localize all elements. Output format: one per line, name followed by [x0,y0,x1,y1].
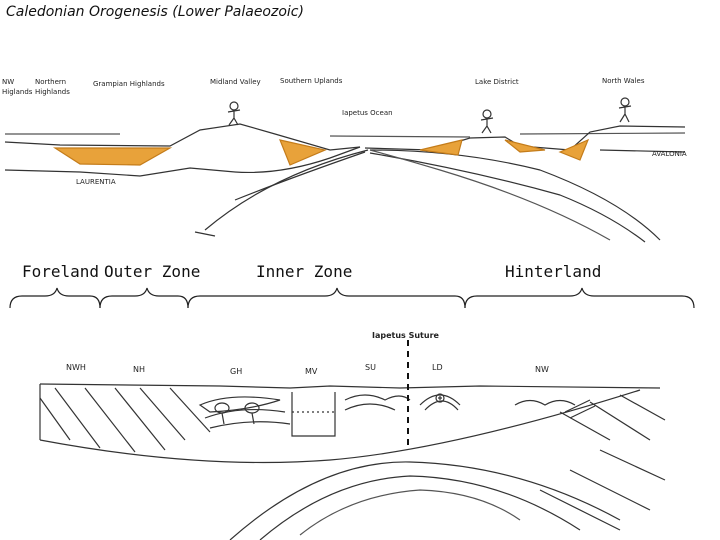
basement-contact [39,389,641,464]
lake-district-sediment [504,139,546,153]
north-wales-folds [514,399,596,419]
label-iapetus-suture: Iapetus Suture [372,331,440,340]
brace-foreland [9,287,101,309]
label-southern-uplands: Southern Uplands [280,77,343,85]
zone-label-foreland: Foreland [22,262,100,281]
avalonia-slab-inner [369,149,611,241]
brace-hinterland [464,287,695,309]
label-midland-valley: Midland Valley [210,78,261,86]
label-north-wales: North Wales [602,77,645,85]
bottom-surface-line [39,383,661,389]
grampian-folds [198,396,291,429]
stick-figure-lake-district [480,109,494,134]
label-iapetus-ocean: Iapetus Ocean [342,109,393,117]
laurentia-slab-lower [204,149,369,231]
label-ld: LD [432,363,443,372]
label-laurentia: LAURENTIA [76,178,116,186]
diagonal-strata-left [39,387,211,453]
laurentia-slab-top [234,146,361,174]
lower-slab-base [259,475,581,540]
label-gh: GH [230,367,242,376]
zone-label-outer: Outer Zone [104,262,201,281]
brace-inner-zone [187,287,466,309]
label-northern-highlands-line2: Highlands [35,88,70,96]
diagram-title: Caledonian Orogenesis (Lower Palaeozoic) [6,4,304,20]
diagonal-strata-right [539,394,666,531]
avalonia-slab-top [369,149,661,241]
trench-sediment-wedge [419,139,463,156]
midland-valley-block [291,392,336,437]
laurentia-sediment-basin [52,147,173,166]
southern-uplands-folds [344,394,411,411]
zone-braces [9,287,695,309]
zone-label-hinterland: Hinterland [505,262,602,281]
label-mv: MV [305,367,318,376]
laurentia-crust-top [4,123,361,151]
sea-surface-line [5,132,686,138]
laurentia-slab-end [194,231,216,237]
label-lake-district: Lake District [475,78,519,86]
label-northern-highlands-line1: Northern [35,78,66,86]
brace-outer-zone [99,287,189,309]
laurentia-slab-mid [234,151,366,201]
bottom-cross-section [39,383,666,540]
label-avalonia: AVALONIA [652,150,687,158]
midland-sediment-wedge [279,139,327,166]
stick-figure-north-wales [618,97,632,123]
label-nh: NH [133,365,145,374]
laurentia-crust-base [4,167,236,177]
zone-label-inner: Inner Zone [256,262,353,281]
lower-slab-inner [299,489,521,536]
avalonia-crust-base [599,149,686,153]
label-nw-highlands-line2: Higlands [2,88,33,96]
lake-district-folds [419,393,461,411]
lower-slab-top [229,461,621,540]
label-su: SU [365,363,376,372]
label-nwh: NWH [66,363,86,372]
wales-sediment-wedge [558,138,590,161]
label-nw-highlands-line1: NW [2,78,14,86]
top-cross-section [4,97,686,243]
stick-figure-midland [227,101,241,126]
label-nw: NW [535,365,549,374]
label-grampian-highlands: Grampian Highlands [93,80,165,88]
avalonia-slab-lower [369,152,646,243]
